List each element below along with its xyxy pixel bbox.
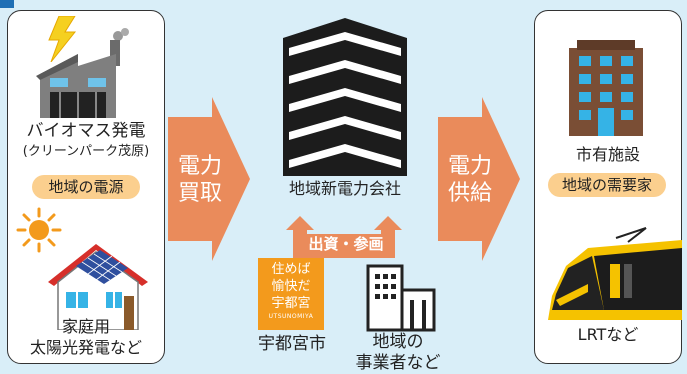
source-badge: 地域の電源 — [32, 175, 140, 199]
office-building-icon — [366, 264, 436, 332]
supply-label-2: 供給 — [447, 181, 492, 206]
company-label: 地域新電力会社 — [288, 179, 401, 198]
business-sublabel: 事業者など — [355, 353, 441, 373]
lightning-icon — [48, 16, 77, 62]
factory-icon — [36, 28, 129, 118]
house-solar-icon — [48, 244, 148, 330]
sun-icon — [16, 207, 62, 253]
biomass-label: バイオマス発電 — [26, 121, 146, 141]
purchase-label-2: 買取 — [177, 181, 222, 206]
business-label: 地域の — [372, 332, 424, 352]
hospital-building-icon — [569, 40, 643, 136]
facility-label: 市有施設 — [575, 145, 640, 164]
supply-arrow — [438, 97, 520, 261]
logo-line-1: 住めば — [271, 262, 311, 277]
company-building-icon — [283, 18, 407, 176]
household-label: 家庭用 — [61, 317, 110, 336]
lrt-label: LRTなど — [577, 325, 639, 344]
logo-line-3: 宇都宮 — [271, 296, 311, 311]
investment-label: 出資・参画 — [308, 235, 384, 253]
logo-line-2: 愉快だ — [271, 279, 311, 294]
purchase-arrow — [168, 97, 250, 261]
city-logo: 住めば 愉快だ 宇都宮 UTSUNOMIYA — [258, 258, 324, 330]
supply-label-1: 電力 — [447, 154, 492, 179]
investment-arrow — [286, 216, 402, 258]
household-sublabel: 太陽光発電など — [29, 338, 142, 357]
logo-subtext: UTSUNOMIYA — [268, 313, 314, 320]
lrt-train-icon — [548, 227, 682, 320]
corner-tab — [0, 0, 14, 8]
demand-badge: 地域の需要家 — [548, 173, 666, 197]
purchase-label-1: 電力 — [177, 154, 222, 179]
city-label: 宇都宮市 — [258, 334, 326, 354]
biomass-sublabel: (クリーンパーク茂原) — [22, 144, 150, 159]
